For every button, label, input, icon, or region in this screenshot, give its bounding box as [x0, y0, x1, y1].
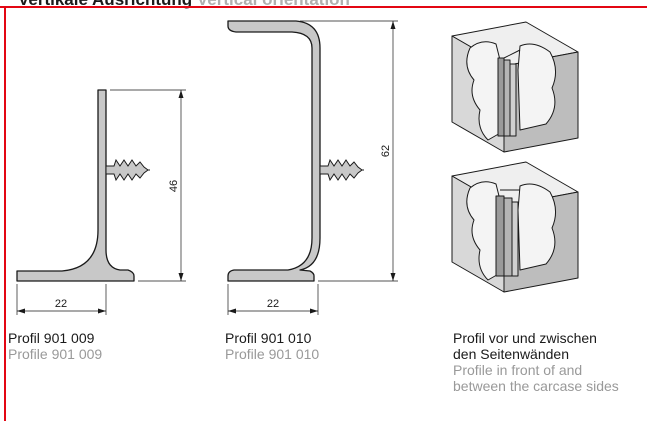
title-german: Vertikale Ausrichtung [18, 0, 192, 9]
screw-dowel-icon [319, 158, 364, 182]
profile-901-009-drawing: 46 22 [16, 89, 186, 315]
profile-901-010-shape [227, 20, 321, 282]
dimension-label-22-b: 22 [267, 298, 279, 310]
caption-english-line1: Profile in front of and [453, 362, 583, 378]
dimension-height-62: 62 [300, 20, 398, 282]
screw-dowel-icon [105, 158, 150, 182]
installation-illustration-front [451, 21, 579, 153]
caption-profile-901-009: Profil 901 009 Profile 901 009 [8, 330, 102, 362]
caption-german-line1: Profil vor und zwischen [453, 330, 597, 346]
profile-901-009-shape [16, 89, 135, 282]
dimension-height-46: 46 [110, 89, 186, 282]
caption-german: Profil 901 009 [8, 330, 95, 346]
page-title: Vertikale Ausrichtung Vertical orientati… [18, 0, 350, 9]
frame-left-rule [4, 6, 6, 421]
title-english: Vertical orientation [197, 0, 350, 9]
caption-german-line2: den Seitenwänden [453, 346, 569, 362]
profile-901-010-drawing: 62 22 [227, 20, 398, 315]
caption-english: Profile 901 010 [225, 346, 320, 362]
dimension-width-22-a: 22 [16, 284, 107, 315]
dimension-width-22-b: 22 [227, 284, 319, 315]
installation-illustration-between [451, 161, 579, 293]
caption-english: Profile 901 009 [8, 346, 103, 362]
caption-installation: Profil vor und zwischen den Seitenwänden… [453, 330, 619, 394]
dimension-label-22-a: 22 [55, 298, 67, 310]
caption-profile-901-010: Profil 901 010 Profile 901 010 [225, 330, 319, 362]
dimension-label-62: 62 [380, 145, 392, 157]
dimension-label-46: 46 [168, 180, 180, 192]
caption-german: Profil 901 010 [225, 330, 312, 346]
frame-top-rule [0, 6, 647, 8]
caption-english-line2: between the carcase sides [453, 378, 619, 394]
